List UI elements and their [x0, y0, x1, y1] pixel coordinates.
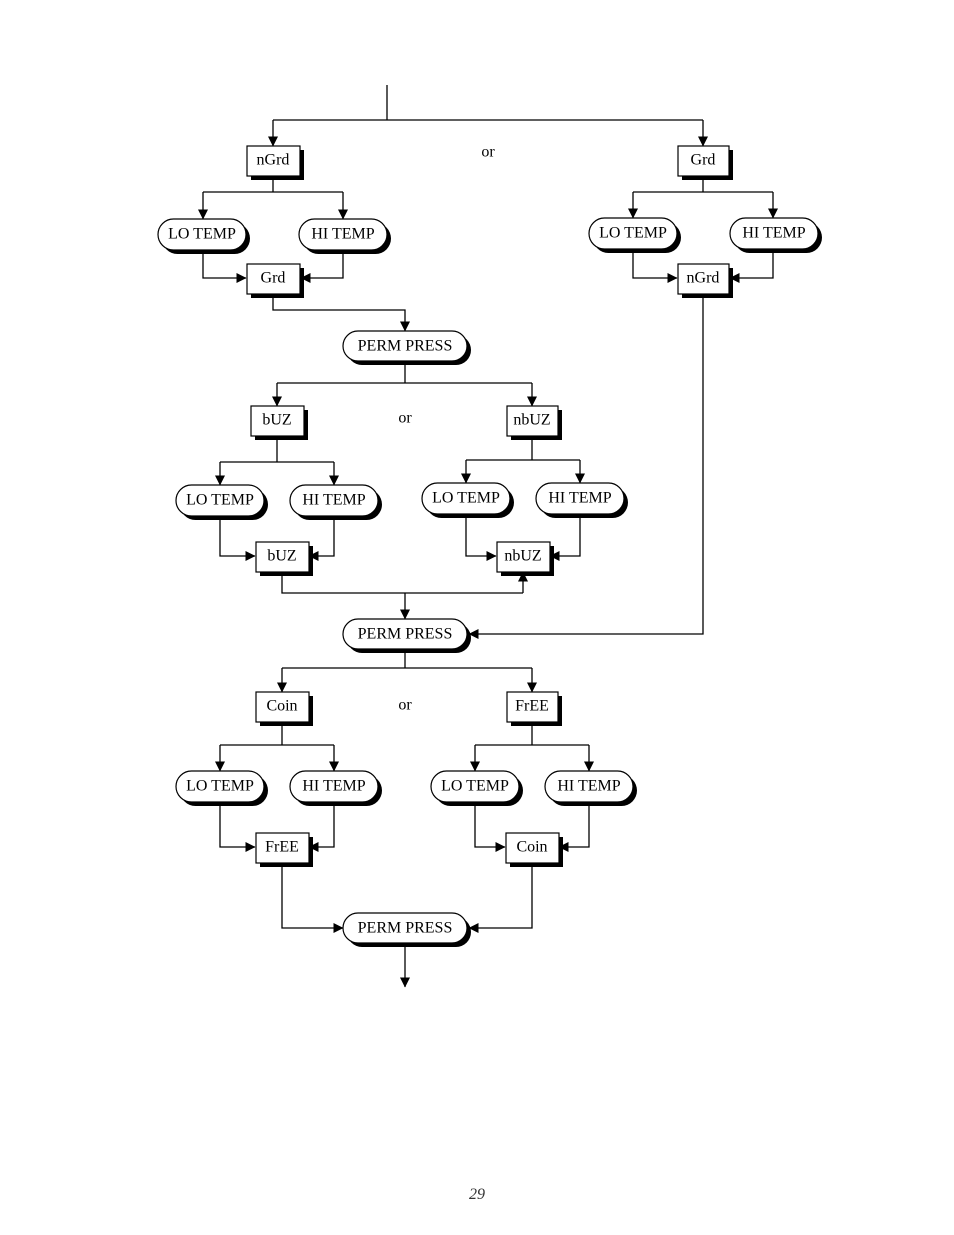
box-middle-right-result: nbUZ [496, 541, 554, 576]
pill-label: HI TEMP [302, 492, 365, 509]
pill-label: LO TEMP [168, 226, 236, 243]
pill-label: LO TEMP [186, 778, 254, 795]
pill-label: HI TEMP [548, 490, 611, 507]
arrow [300, 250, 344, 283]
pill-middle-right-hi: HI TEMP [535, 482, 628, 518]
arrow [465, 514, 497, 561]
arrow [308, 516, 335, 561]
arrow [474, 802, 506, 852]
arrow [729, 248, 774, 283]
pill-perm-press-3: PERM PRESS [342, 912, 471, 947]
box-bottom-right: FrEE [506, 691, 562, 726]
arrow-to-perm-press-3 [468, 863, 533, 933]
box-middle-left-result: bUZ [255, 541, 313, 576]
pill-bottom-right-lo: LO TEMP [430, 770, 523, 806]
box-label: FrEE [515, 698, 549, 715]
pill-middle-left-hi: HI TEMP [289, 484, 382, 520]
pill-label: LO TEMP [432, 490, 500, 507]
pill-perm-press-1: PERM PRESS [342, 330, 471, 365]
box-middle-left: bUZ [250, 405, 308, 440]
page-number: 29 [469, 1186, 485, 1203]
pill-middle-left-lo: LO TEMP [175, 484, 268, 520]
connectors [198, 85, 778, 988]
pill-label: LO TEMP [186, 492, 254, 509]
pill-label: HI TEMP [302, 778, 365, 795]
arrow [632, 248, 678, 283]
arrow [558, 802, 590, 852]
box-label: Coin [516, 839, 547, 856]
pill-label: HI TEMP [557, 778, 620, 795]
box-bottom-left-result: FrEE [255, 832, 313, 867]
arrow-to-perm-press-3 [281, 863, 344, 933]
box-top-right: Grd [677, 145, 733, 180]
box-bottom-left: Coin [255, 691, 313, 726]
box-top-right-result: nGrd [677, 263, 733, 298]
arrow [219, 802, 256, 852]
or-label-top: or [481, 144, 495, 161]
or-label-bottom: or [398, 697, 412, 714]
pill-label: PERM PRESS [358, 626, 453, 643]
pill-top-right-lo: LO TEMP [588, 217, 681, 253]
box-label: Grd [261, 270, 286, 287]
box-label: nGrd [687, 270, 720, 287]
box-label: nbUZ [504, 548, 541, 565]
box-label: bUZ [262, 412, 291, 429]
pill-label: PERM PRESS [358, 920, 453, 937]
box-label: Coin [266, 698, 297, 715]
arrow [219, 516, 256, 561]
arrow-bypass-to-perm-press-2 [468, 294, 704, 639]
box-label: bUZ [267, 548, 296, 565]
pill-label: PERM PRESS [358, 338, 453, 355]
arrow [308, 802, 335, 852]
pill-bottom-left-lo: LO TEMP [175, 770, 268, 806]
pill-label: HI TEMP [311, 226, 374, 243]
arrow [549, 514, 581, 561]
pill-perm-press-2: PERM PRESS [342, 618, 471, 653]
arrow [202, 250, 247, 283]
box-label: FrEE [265, 839, 299, 856]
pill-bottom-right-hi: HI TEMP [544, 770, 637, 806]
box-top-left-result: Grd [246, 263, 304, 298]
box-label: Grd [691, 152, 716, 169]
box-top-left: nGrd [246, 145, 304, 180]
pill-label: LO TEMP [441, 778, 509, 795]
pill-label: HI TEMP [742, 225, 805, 242]
pill-bottom-left-hi: HI TEMP [289, 770, 382, 806]
box-bottom-right-result: Coin [505, 832, 563, 867]
pill-label: LO TEMP [599, 225, 667, 242]
box-label: nbUZ [513, 412, 550, 429]
pill-top-left-lo: LO TEMP [157, 218, 250, 254]
pill-middle-right-lo: LO TEMP [421, 482, 514, 518]
box-label: nGrd [257, 152, 290, 169]
arrow-to-perm-press-1 [272, 294, 410, 332]
box-middle-right: nbUZ [506, 405, 562, 440]
pill-top-left-hi: HI TEMP [298, 218, 391, 254]
join-line [281, 572, 523, 594]
pill-top-right-hi: HI TEMP [729, 217, 822, 253]
or-label-middle: or [398, 410, 412, 427]
